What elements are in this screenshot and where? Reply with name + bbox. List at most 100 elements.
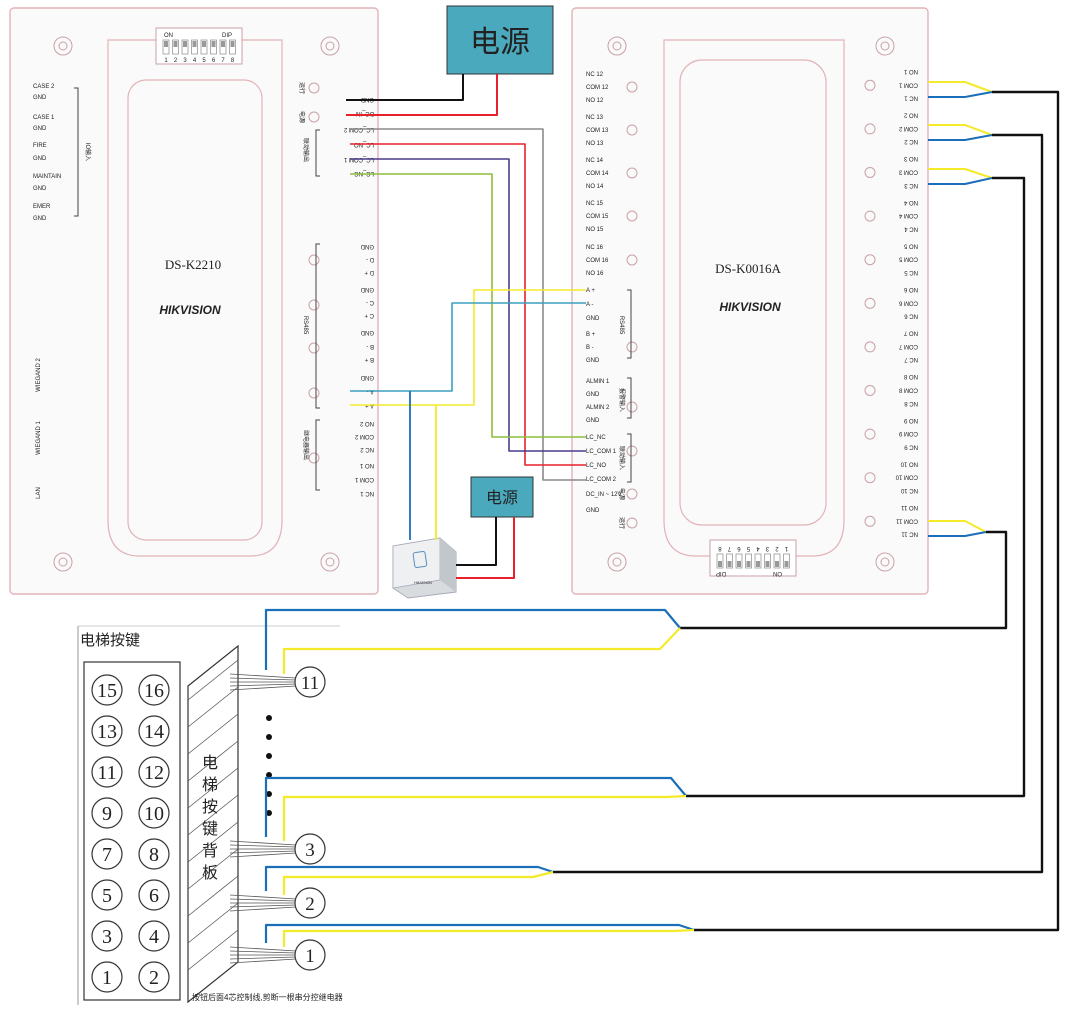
terminal-label: GND xyxy=(586,392,600,398)
terminal-label: COM 16 xyxy=(586,258,609,264)
terminal-label: NC 9 xyxy=(904,443,918,449)
lan-label: LAN xyxy=(36,487,42,499)
button-lead-line xyxy=(229,844,297,848)
terminal-circle xyxy=(626,445,638,457)
power-led-label: 电源 xyxy=(298,111,306,123)
bracket xyxy=(315,243,320,409)
terminal-circle xyxy=(864,210,876,222)
reader-brand: HIKVISION xyxy=(414,581,432,585)
terminal-label: NC 13 xyxy=(586,115,604,121)
dip-number: 6 xyxy=(737,545,741,551)
terminal-label: NO 15 xyxy=(586,227,604,233)
terminal-label: COM 12 xyxy=(586,85,609,91)
hatch-line xyxy=(187,686,239,728)
terminal-label: GND xyxy=(586,316,600,322)
terminal-label: COM 6 xyxy=(898,299,918,305)
rs485-a-plus-wire xyxy=(350,289,586,406)
dip-number: 1 xyxy=(164,58,168,64)
terminal-label: NC 14 xyxy=(586,158,604,164)
back-board-char: 背 xyxy=(202,842,218,860)
wires xyxy=(264,74,1060,947)
wired-floor-button xyxy=(294,939,326,971)
left-device-body xyxy=(9,7,379,595)
hatch-line xyxy=(187,848,239,890)
terminal-label: B + xyxy=(586,332,596,338)
dip-switch-knob xyxy=(192,41,197,47)
button-blue-wire xyxy=(264,608,681,670)
terminal-label: NC 5 xyxy=(904,269,918,275)
elevator-floor-number: 10 xyxy=(144,803,164,825)
elevator-floor-button xyxy=(91,756,123,788)
terminal-label: COM 15 xyxy=(586,214,609,220)
dip-number: 2 xyxy=(174,58,178,64)
terminal-label: COM 14 xyxy=(586,171,609,177)
terminal-label: GND xyxy=(586,358,600,364)
hatch-line xyxy=(187,794,239,836)
terminal-label: NO 13 xyxy=(586,141,604,147)
button-lead-line xyxy=(229,677,297,681)
screw-icon xyxy=(612,41,622,51)
relay-com-wire xyxy=(928,168,993,179)
dip-switch-knob xyxy=(230,41,235,47)
terminal-circle xyxy=(626,401,638,413)
back-board-char: 梯 xyxy=(202,776,218,794)
screw-icon xyxy=(612,557,622,567)
button-yellow-wire xyxy=(282,627,681,674)
terminal-label: COM 5 xyxy=(898,256,918,262)
hatch-line xyxy=(187,875,239,917)
elevator-floor-button xyxy=(91,674,123,706)
elevator-floor-button xyxy=(91,715,123,747)
button-blue-wire xyxy=(264,923,695,943)
button-lead-line xyxy=(229,958,297,964)
elevator-floor-button xyxy=(91,920,123,952)
terminal-circle xyxy=(308,299,320,311)
button-lead-line xyxy=(229,946,297,952)
elevator-floor-number: 13 xyxy=(97,721,117,743)
dip-label: DIP xyxy=(222,33,232,39)
terminal-label: COM 9 xyxy=(898,430,918,436)
terminal-circle xyxy=(864,472,876,484)
left-device-model: DS-K2210 xyxy=(165,257,221,272)
relay-com-wire xyxy=(928,81,993,93)
power-gnd-wire xyxy=(346,74,464,101)
dip-switch-knob xyxy=(173,41,178,47)
elevator-floor-button xyxy=(138,879,170,911)
ellipsis-dot xyxy=(266,715,272,721)
terminal-circle xyxy=(864,123,876,135)
button-lead-line xyxy=(229,852,297,858)
back-board-char: 电 xyxy=(202,754,218,772)
terminal-label: COM 1 xyxy=(898,81,918,87)
hatch-line xyxy=(187,929,239,971)
terminal-label: COM 2 xyxy=(354,433,374,439)
terminal-circle xyxy=(864,167,876,178)
control-line-button-11 xyxy=(680,530,1008,630)
terminal-label: GND xyxy=(586,508,600,514)
button-yellow-wire xyxy=(282,928,695,947)
power-led xyxy=(308,111,320,123)
dip-number: 7 xyxy=(221,58,225,64)
elevator-floor-button xyxy=(91,879,123,911)
elevator-floor-button xyxy=(91,797,123,829)
wired-floor-button xyxy=(294,833,326,865)
io-label: GND xyxy=(33,126,47,132)
dip-on-label: ON xyxy=(164,33,173,39)
terminal-circle xyxy=(308,254,320,266)
lc-com2-wire xyxy=(350,128,586,481)
io-label: CASE 1 xyxy=(33,115,55,121)
bracket xyxy=(627,433,632,483)
screw-icon xyxy=(325,41,335,51)
elevator-floor-number: 5 xyxy=(102,885,112,907)
terminal-label: GND xyxy=(360,286,374,292)
card-reader: HIKVISION xyxy=(392,537,457,599)
terminal-circle xyxy=(864,254,876,266)
alarm-input-label: 报警输入 xyxy=(618,388,626,412)
elevator-floor-number: 4 xyxy=(149,926,159,948)
elevator-floor-number: 2 xyxy=(149,967,159,989)
terminal-circle xyxy=(308,452,320,464)
terminal-label: NO 4 xyxy=(903,199,918,205)
terminal-label: NO 5 xyxy=(903,242,918,248)
terminal-circle xyxy=(626,341,638,353)
terminal-label: COM 10 xyxy=(895,474,918,480)
terminal-circle xyxy=(864,79,876,91)
